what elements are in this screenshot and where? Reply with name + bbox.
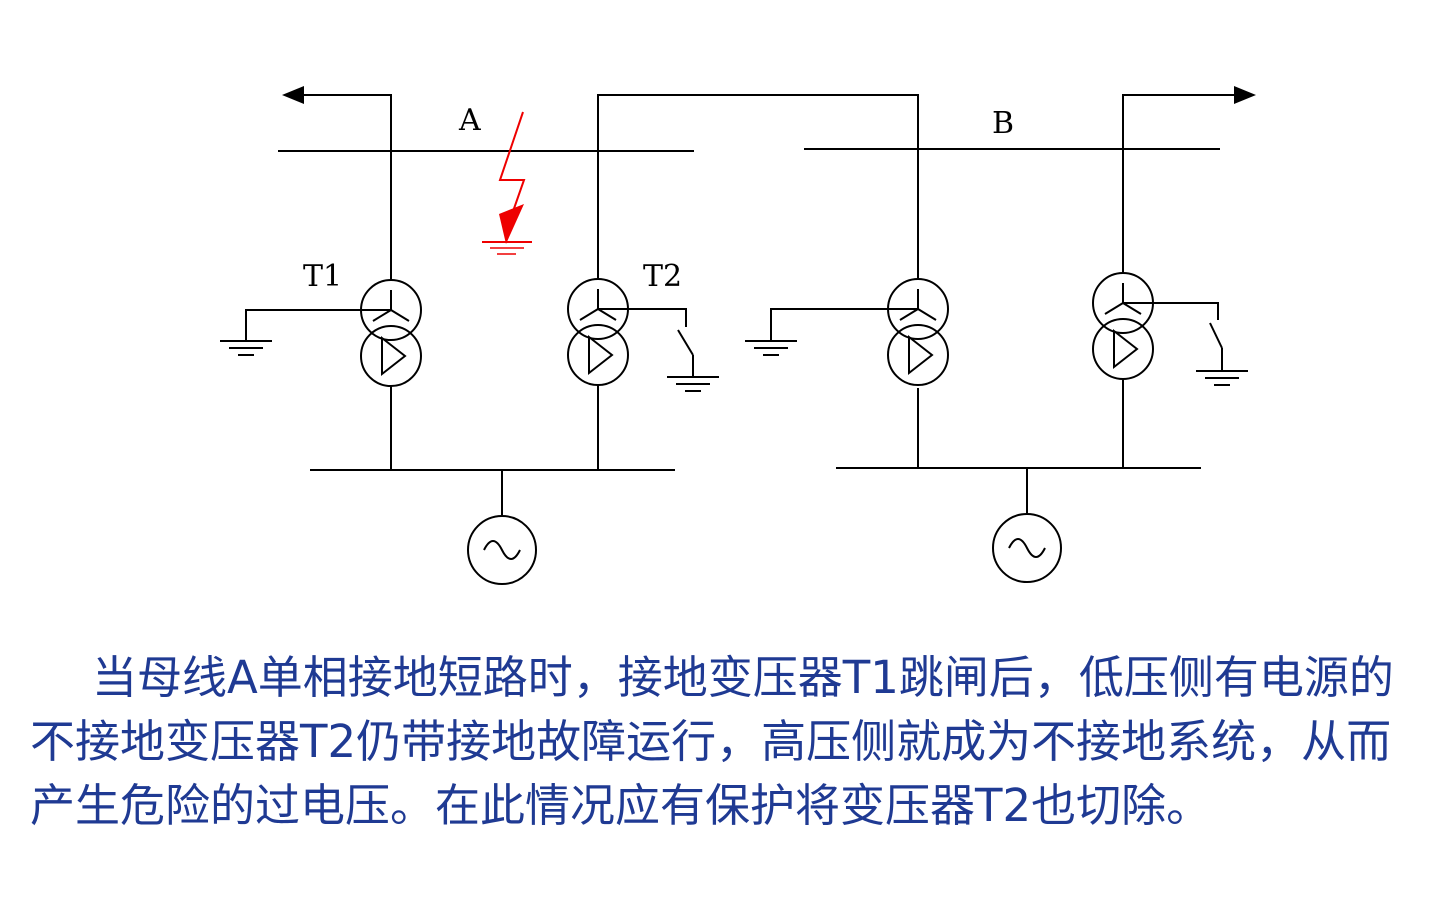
ground-symbol-b2: [1195, 370, 1249, 386]
generator-right: [992, 513, 1062, 583]
transformer-t2: [567, 278, 629, 386]
feeder-left: [296, 94, 392, 280]
bus-b-label: B: [992, 106, 1014, 141]
transformer-b1: [887, 278, 949, 386]
transformer-t2-label: T2: [643, 259, 682, 294]
generator-left: [467, 515, 537, 585]
neutral-switch-b2: [1209, 322, 1223, 349]
transformer-t1: [360, 279, 422, 387]
arrow-right: [1234, 86, 1256, 104]
ground-symbol-t2: [666, 376, 720, 392]
substation-diagram: A B T1 T2: [219, 86, 1256, 585]
arrow-left: [282, 86, 304, 104]
ground-symbol-b1: [744, 340, 798, 356]
fault-lightning-icon: [482, 111, 532, 255]
bus-a-label: A: [458, 103, 481, 138]
caption-text: 当母线A单相接地短路时，接地变压器T1跳闸后，低压侧有电源的不接地变压器T2仍带…: [30, 651, 1394, 832]
feeder-right: [1122, 94, 1240, 278]
transformer-t1-label: T1: [303, 259, 342, 294]
ground-symbol-t1: [219, 340, 273, 356]
tie-line: [597, 94, 919, 278]
transformer-b2: [1092, 272, 1154, 380]
neutral-switch-t2: [677, 329, 694, 356]
